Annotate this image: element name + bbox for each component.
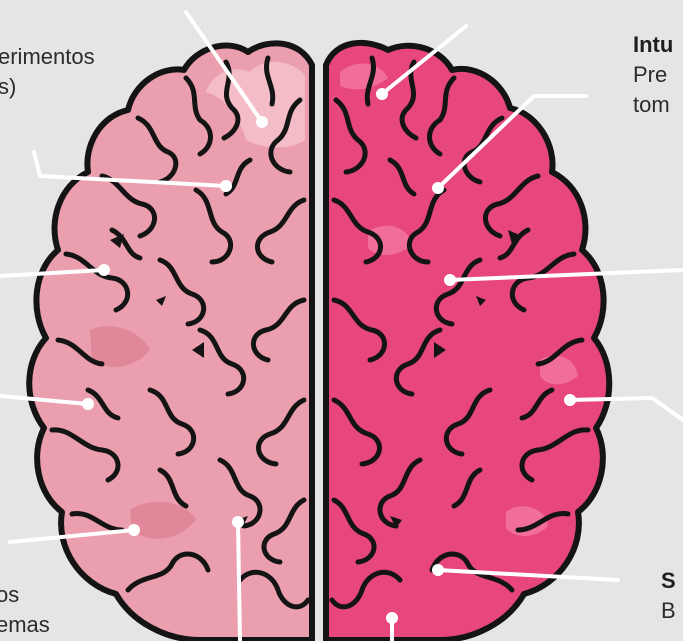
label-top-right-title: Intu — [633, 30, 673, 60]
label-bottom-left: os emas — [0, 580, 50, 640]
leader-dot — [376, 88, 388, 100]
leader-dot — [432, 564, 444, 576]
label-top-left-line2: s) — [0, 72, 95, 102]
left-hemisphere — [29, 43, 312, 640]
leader-dot — [564, 394, 576, 406]
label-top-left: erimentos s) — [0, 42, 95, 102]
leader-dot — [432, 182, 444, 194]
leader-dot — [256, 116, 268, 128]
leader-dot — [82, 398, 94, 410]
label-bottom-right-title: S — [661, 566, 676, 596]
leader-dot — [98, 264, 110, 276]
leader-dot — [220, 180, 232, 192]
right-hemisphere — [326, 43, 609, 640]
label-top-left-line1: erimentos — [0, 42, 95, 72]
leader-dot — [444, 274, 456, 286]
label-bottom-left-line2: emas — [0, 610, 50, 640]
leader-line-left-6 — [238, 522, 240, 641]
leader-dot — [128, 524, 140, 536]
label-bottom-right: S B — [661, 566, 676, 626]
label-top-right: Intu Pre tom — [633, 30, 673, 120]
right-hemisphere-shape — [326, 43, 609, 640]
leader-dot — [386, 612, 398, 624]
label-top-right-line2: tom — [633, 90, 673, 120]
leader-dot — [232, 516, 244, 528]
label-bottom-left-line1: os — [0, 580, 50, 610]
label-top-right-line1: Pre — [633, 60, 673, 90]
label-bottom-right-line1: B — [661, 596, 676, 626]
